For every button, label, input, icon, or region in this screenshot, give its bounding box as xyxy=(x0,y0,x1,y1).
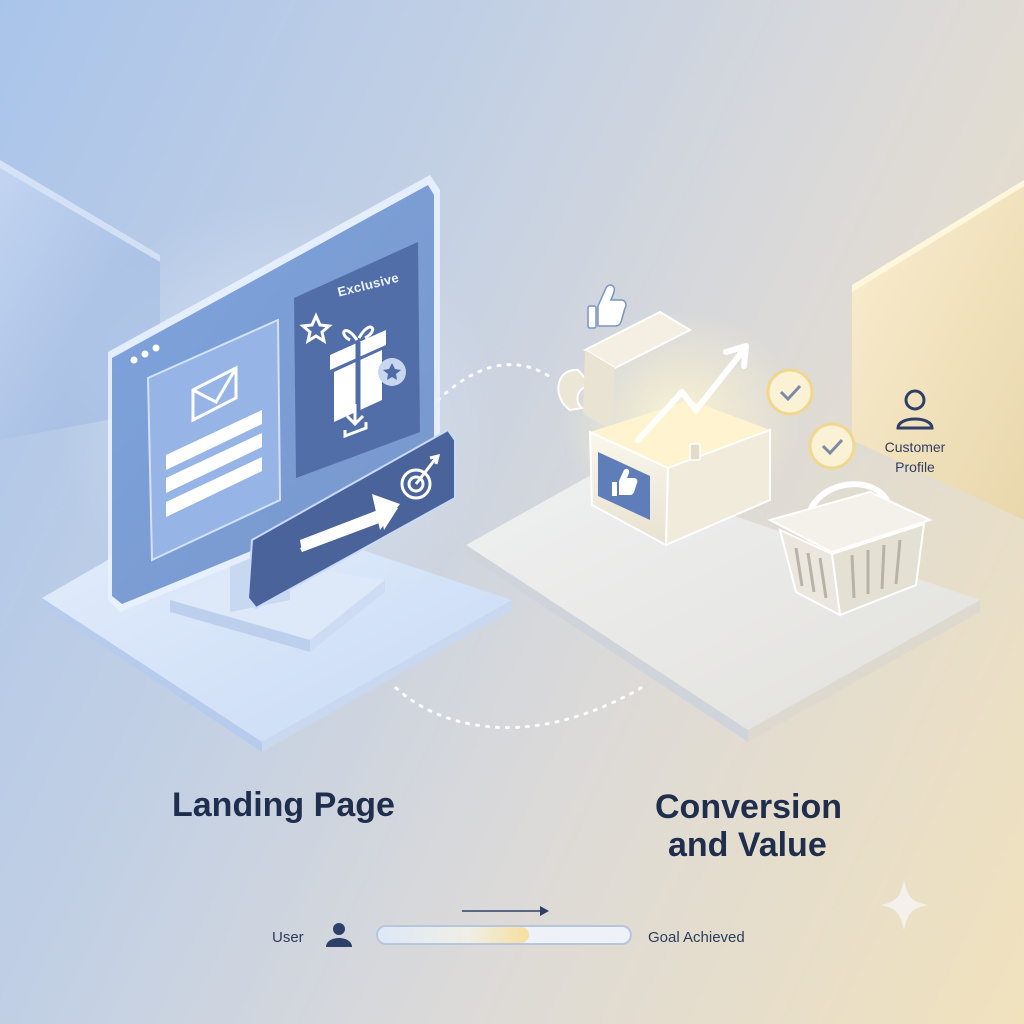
chest-thumbs-up-icon xyxy=(612,468,638,496)
journey-start-label: User xyxy=(272,929,304,946)
journey-progress-bar xyxy=(376,925,632,945)
gift-offer-panel xyxy=(294,242,420,478)
download-icon xyxy=(343,404,368,439)
cta-arrow-bar xyxy=(246,428,456,610)
customer-label-line1: Customer xyxy=(884,439,946,455)
treasure-chest xyxy=(557,310,771,547)
target-icon xyxy=(400,453,441,500)
conversion-title-line2: and Value xyxy=(668,826,827,864)
dotted-connector-bottom xyxy=(394,682,650,729)
check-coin-icon-2 xyxy=(808,422,856,470)
check-coin-icon xyxy=(766,368,814,416)
user-icon xyxy=(326,923,352,947)
thumbs-up-icon xyxy=(587,284,627,329)
email-form-panel xyxy=(146,318,282,562)
envelope-icon xyxy=(191,365,238,423)
star-icon xyxy=(299,312,333,345)
conversion-platform xyxy=(466,470,980,742)
journey-end-label: Goal Achieved xyxy=(648,929,745,946)
gift-icon xyxy=(330,325,386,422)
customer-user-icon xyxy=(896,389,934,430)
journey-progress-fill xyxy=(378,927,530,943)
customer-profile-label: Customer Profile xyxy=(860,437,970,477)
landing-page-title: Landing Page xyxy=(172,786,395,824)
shopping-basket-icon xyxy=(767,481,933,617)
customer-label-line2: Profile xyxy=(895,459,935,475)
sparkle-icon xyxy=(880,880,928,930)
right-background-block xyxy=(852,180,1024,520)
trending-up-icon xyxy=(635,343,749,443)
conversion-title-line1: Conversion xyxy=(655,788,843,826)
star-badge-icon xyxy=(383,363,401,380)
journey-arrow xyxy=(462,906,549,916)
